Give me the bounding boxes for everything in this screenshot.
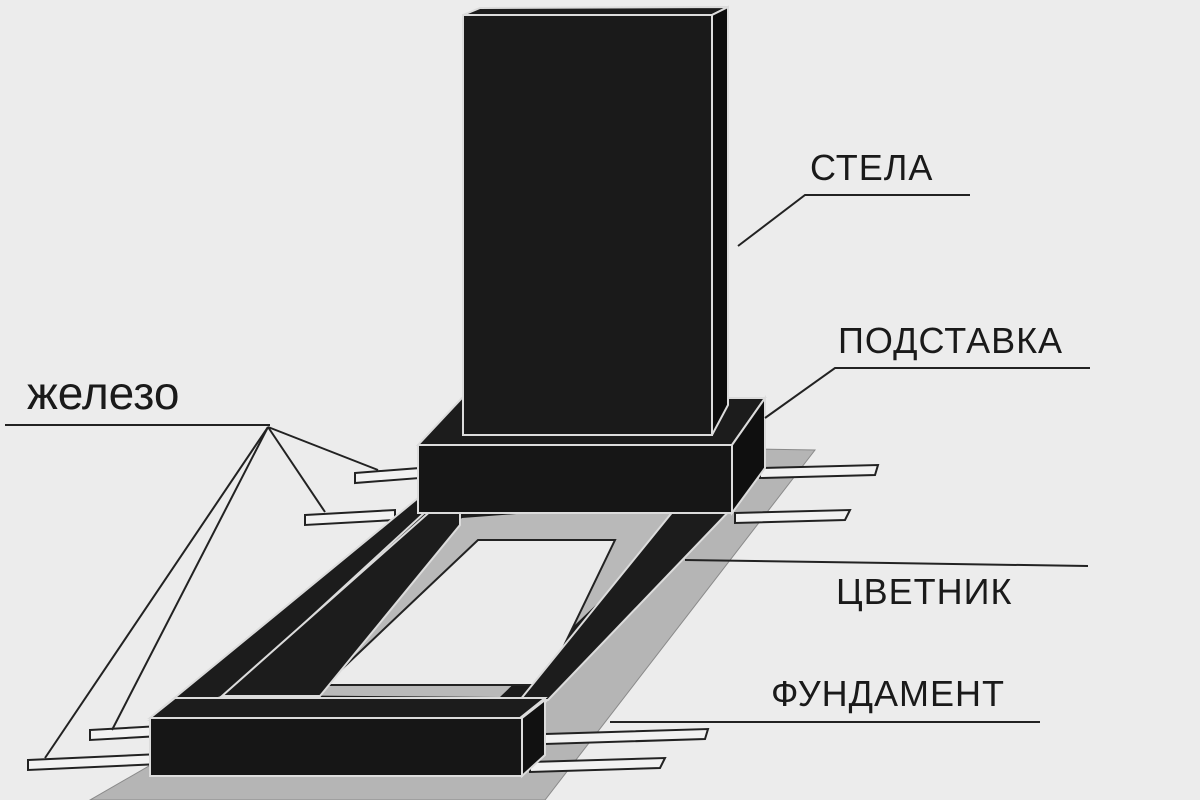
leader-stela <box>737 194 970 247</box>
rebar-left-1 <box>354 466 421 485</box>
flowerbed-front-top <box>147 697 548 719</box>
label-iron: железо <box>27 367 180 419</box>
leader-flowerbed <box>684 559 1089 567</box>
label-foundation: ФУНДАМЕНТ <box>771 673 1005 714</box>
flowerbed-inner-window-hole <box>355 545 610 683</box>
flowerbed-front-side <box>521 697 546 779</box>
stand-front <box>417 444 733 514</box>
stela-front <box>462 14 713 436</box>
leader-iron-2 <box>267 426 326 513</box>
label-stand: ПОДСТАВКА <box>838 320 1064 361</box>
stela-top <box>462 6 729 16</box>
flowerbed-front-face <box>149 717 523 777</box>
rebar-left-2 <box>304 508 396 527</box>
stand-side <box>731 394 766 517</box>
stela-block <box>462 5 729 436</box>
leader-iron-4 <box>44 426 269 759</box>
label-stela: СТЕЛА <box>810 147 934 188</box>
stela-side <box>711 5 729 436</box>
leader-iron-1 <box>267 426 379 471</box>
rebar-right-1 <box>759 463 880 480</box>
rebar-right-2 <box>734 508 852 525</box>
label-flowerbed: ЦВЕТНИК <box>836 571 1013 612</box>
leader-stand <box>764 367 1090 419</box>
rebar-left-4 <box>27 752 161 772</box>
flowerbed-left-rail-inner <box>219 482 461 697</box>
leader-iron-3 <box>111 426 269 731</box>
flowerbed-frame <box>147 477 738 779</box>
leader-lines <box>5 194 1090 759</box>
